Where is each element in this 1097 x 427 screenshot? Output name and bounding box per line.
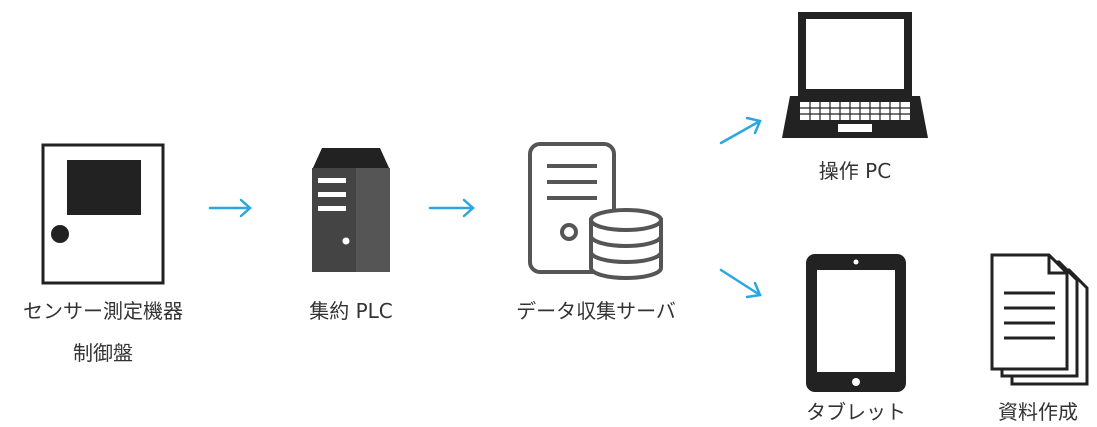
- operation-pc-label: 操作 PC: [818, 159, 892, 183]
- data-server-label: データ収集サーバ: [516, 299, 676, 323]
- database-server-icon: [528, 142, 663, 280]
- documents-icon: [990, 253, 1089, 386]
- control-panel-label-line2: 制御盤: [73, 341, 133, 365]
- tablet-icon: [806, 254, 906, 392]
- control-panel-icon: [41, 143, 165, 285]
- tablet-label: タブレット: [806, 400, 906, 424]
- server-tower-icon: [312, 148, 390, 272]
- control-panel-label-line1: センサー測定機器: [23, 299, 183, 323]
- laptop-icon: [782, 12, 928, 138]
- arrow-up-right-icon: [719, 116, 762, 145]
- database-icon: [589, 208, 663, 280]
- arrow-right-icon: [208, 198, 252, 218]
- arrow-down-right-icon: [719, 268, 762, 299]
- plc-label: 集約 PLC: [309, 299, 393, 323]
- arrow-right-icon: [428, 198, 475, 218]
- documents-label: 資料作成: [998, 400, 1078, 424]
